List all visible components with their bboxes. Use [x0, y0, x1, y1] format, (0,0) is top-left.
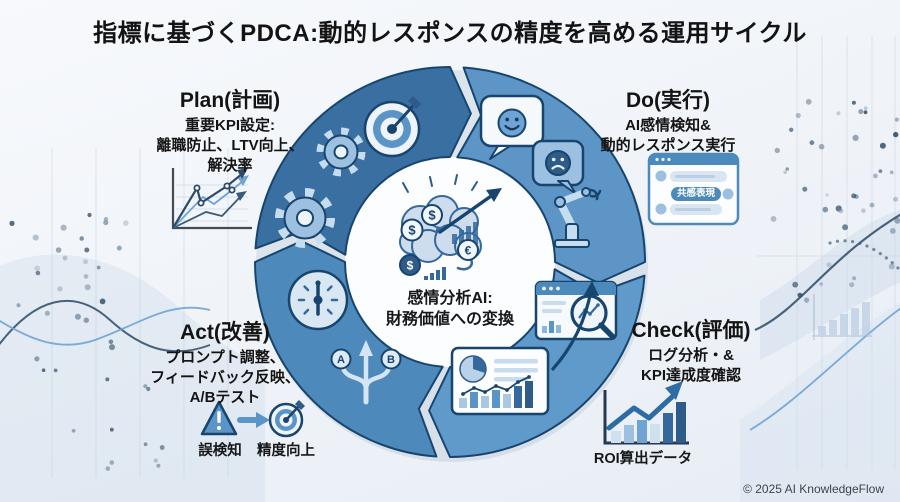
svg-text:$: $	[407, 259, 414, 273]
chat-happy-icon	[479, 94, 545, 160]
center-label-block: 感情分析AI: 財務価値への変換	[360, 288, 540, 330]
robot-arm-icon	[554, 187, 602, 248]
fork-label-b: B	[387, 354, 395, 366]
empathy-bubble-label: 共感表現	[671, 187, 721, 201]
warning-icon	[200, 400, 238, 436]
page-title: 指標に基づくPDCA:動的レスポンスの精度を高める運用サイクル	[93, 20, 807, 47]
fork-label-a: A	[337, 354, 345, 366]
scatter-dots	[9, 98, 900, 471]
accuracy-label: 精度向上	[257, 443, 315, 459]
plan-heading: Plan(計画)	[179, 89, 281, 112]
roi-chart-icon	[603, 381, 689, 445]
plan-line: 重要KPI設定:	[184, 117, 275, 134]
check-label-block: Check(評価) ログ分析・& KPI達成度確認	[581, 314, 801, 386]
accuracy-target-icon	[268, 400, 305, 438]
misdetection-label: 誤検知	[198, 443, 242, 459]
act-line: プロンプト調整、	[165, 349, 285, 366]
ab-fork-icon: A B	[330, 340, 402, 405]
arrow-right-icon	[237, 412, 270, 428]
center-line: 財務価値への変換	[385, 311, 514, 329]
do-line: AI感情検知&	[625, 117, 711, 134]
line-chart-sketch-icon	[171, 168, 252, 230]
do-label-block: Do(実行) AI感情検知& 動的レスポンス実行	[558, 84, 778, 156]
svg-text:$: $	[428, 208, 436, 223]
check-line: KPI達成度確認	[640, 367, 741, 385]
svg-text:$: $	[408, 223, 416, 238]
gauge-icon	[287, 269, 349, 331]
act-label-block: Act(改善) プロンプト調整、 フィードバック反映、 A/Bテスト	[115, 316, 335, 408]
gear-icon	[316, 127, 366, 177]
background-waves-left	[0, 254, 265, 502]
check-line: ログ分析・&	[648, 347, 734, 364]
center-line: 感情分析AI:	[407, 290, 493, 307]
act-line: A/Bテスト	[189, 389, 261, 407]
check-heading: Check(評価)	[631, 319, 751, 342]
act-line: フィードバック反映、	[150, 369, 300, 387]
act-heading: Act(改善)	[180, 321, 270, 344]
chat-sad-icon	[531, 139, 585, 195]
ring-center-disc	[345, 157, 555, 367]
plan-line: 解決率	[207, 157, 253, 175]
do-line: 動的レスポンス実行	[600, 137, 736, 155]
report-card-icon	[450, 346, 550, 416]
background-waves-right	[740, 209, 900, 502]
brain-finance-icon: $ $ € $	[399, 174, 502, 280]
background-bar-chart	[812, 294, 872, 340]
svg-text:€: €	[465, 244, 472, 258]
target-icon	[363, 96, 421, 158]
plan-line: 離職防止、LTV向上、	[156, 137, 304, 155]
rising-arrow-icon	[550, 281, 599, 372]
do-heading: Do(実行)	[626, 89, 710, 112]
chat-ui-card	[647, 152, 740, 226]
copyright-text: © 2025 AI KnowledgeFlow	[743, 482, 884, 496]
gear-icon	[275, 188, 335, 248]
plan-label-block: Plan(計画) 重要KPI設定: 離職防止、LTV向上、 解決率	[120, 84, 340, 176]
roi-label: ROI算出データ	[593, 451, 693, 467]
